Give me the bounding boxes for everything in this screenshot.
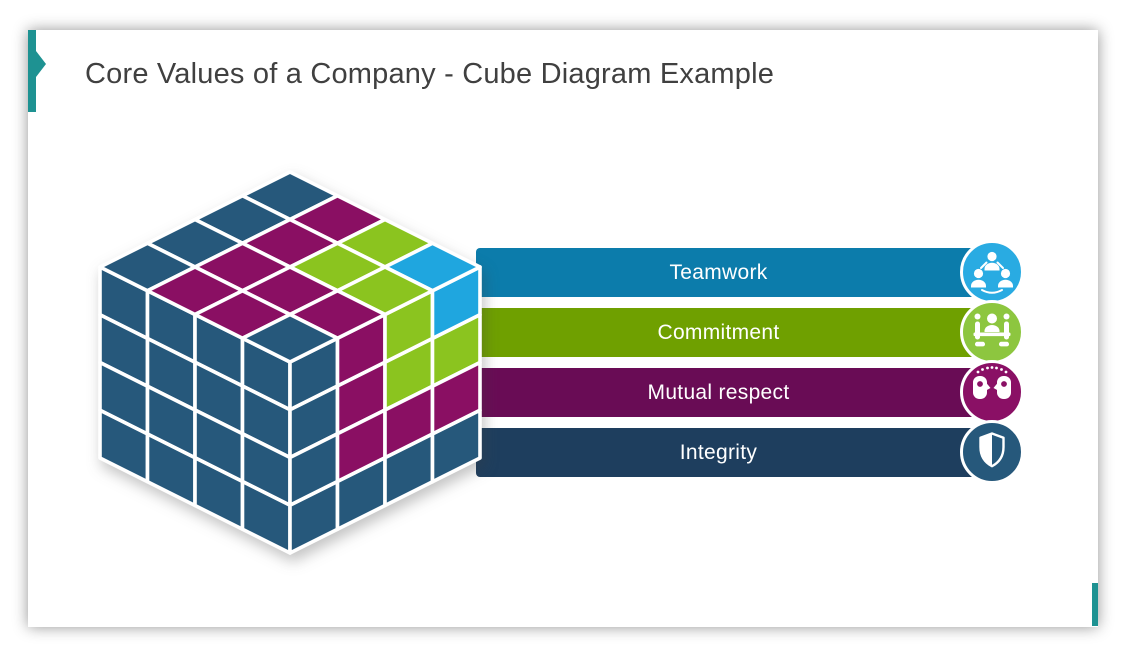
value-bar-label: Commitment — [657, 321, 780, 344]
meeting-icon — [973, 313, 1011, 347]
title-accent-marker — [28, 30, 46, 112]
accent-bar — [28, 30, 36, 112]
value-bar-integrity: Integrity — [476, 420, 1024, 484]
mutual-respect-icon — [973, 366, 1011, 399]
value-bar-mutual-respect: Mutual respect — [476, 360, 1024, 424]
value-bar-label: Integrity — [679, 441, 758, 464]
commitment-badge — [960, 300, 1024, 364]
mutual-respect-badge — [960, 360, 1024, 424]
footer-accent-bar — [1092, 583, 1098, 626]
value-bar-commitment: Commitment — [476, 300, 1024, 364]
core-values-list: Teamwork Commitment Mutual respect — [28, 30, 1098, 627]
integrity-badge — [960, 420, 1024, 484]
teamwork-icon — [971, 251, 1013, 294]
accent-arrow-icon — [36, 51, 46, 77]
value-bar-teamwork: Teamwork — [476, 240, 1024, 304]
value-bar-label: Mutual respect — [647, 381, 790, 404]
value-bar-label: Teamwork — [669, 261, 768, 284]
shield-icon — [979, 432, 1005, 468]
slide-title: Core Values of a Company - Cube Diagram … — [85, 58, 775, 90]
slide: Core Values of a Company - Cube Diagram … — [28, 30, 1098, 627]
teamwork-badge — [960, 240, 1024, 304]
